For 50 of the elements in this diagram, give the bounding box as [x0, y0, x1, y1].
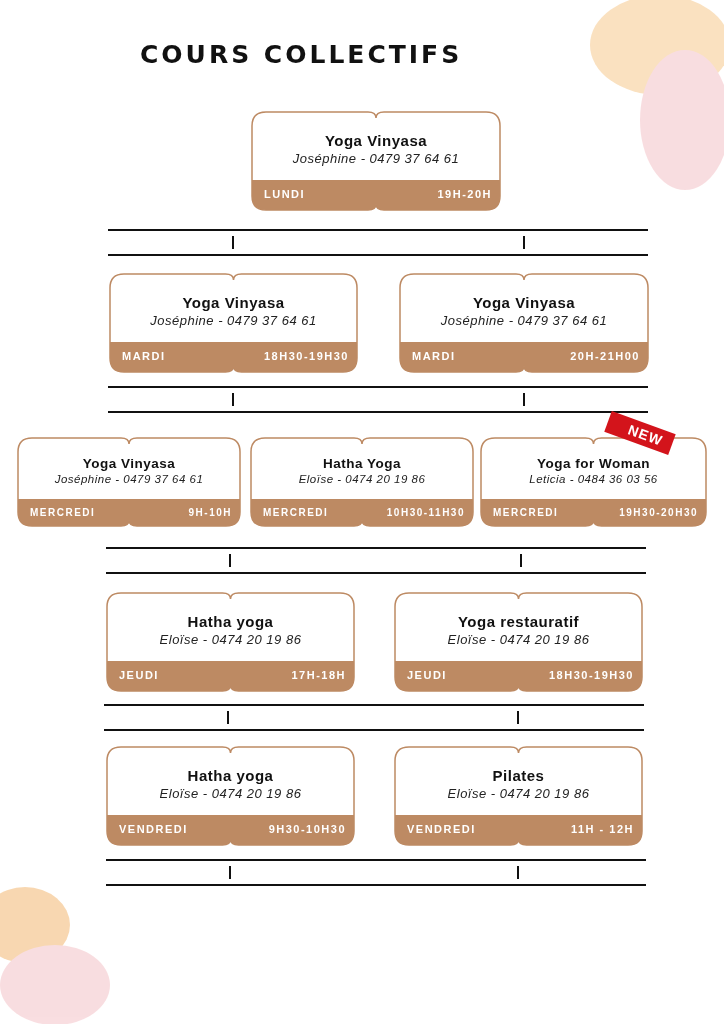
class-title: Hatha yoga: [186, 766, 275, 784]
poster-title: COURS COLLECTIFS: [140, 40, 463, 69]
class-title: Yoga Vinyasa: [81, 455, 177, 471]
time-label: 9H-10H: [188, 506, 232, 518]
time-label: 11H - 12H: [570, 823, 634, 836]
class-card: [107, 593, 354, 691]
class-card: [395, 593, 642, 691]
day-label: MERCREDI: [493, 506, 559, 518]
class-title: Yoga for Woman: [536, 455, 651, 471]
class-card: [400, 274, 648, 372]
day-label: VENDREDI: [407, 823, 476, 836]
class-title: Yoga Vinyasa: [181, 293, 286, 311]
teacher-contact: Leticia - 0484 36 03 56: [528, 473, 659, 486]
teacher-contact: Joséphine - 0479 37 64 61: [53, 473, 205, 486]
teacher-contact: Joséphine - 0479 37 64 61: [149, 312, 318, 328]
class-title: Yoga Vinyasa: [323, 131, 429, 149]
class-title: Yoga restauratif: [456, 612, 581, 630]
class-title: Pilates: [491, 766, 546, 784]
teacher-contact: Eloïse - 0474 20 19 86: [158, 785, 303, 801]
class-card: [252, 112, 500, 210]
time-label: 9H30-10H30: [268, 823, 346, 836]
day-label: LUNDI: [264, 188, 306, 201]
class-title: Hatha yoga: [186, 612, 275, 630]
day-label: MERCREDI: [263, 506, 329, 518]
time-label: 17H-18H: [291, 669, 346, 682]
time-label: 19H-20H: [437, 188, 492, 201]
day-label: JEUDI: [119, 669, 159, 682]
class-title: Yoga Vinyasa: [471, 293, 577, 311]
teacher-contact: Joséphine - 0479 37 64 61: [439, 312, 609, 328]
teacher-contact: Eloïse - 0474 20 19 86: [446, 785, 591, 801]
class-card: [110, 274, 357, 372]
time-label: 20H-21H00: [570, 350, 640, 363]
time-label: 18H30-19H30: [264, 350, 349, 363]
day-label: JEUDI: [407, 669, 447, 682]
time-label: 19H30-20H30: [619, 506, 698, 518]
class-card: [251, 438, 473, 526]
time-label: 18H30-19H30: [549, 669, 634, 682]
day-label: VENDREDI: [119, 823, 188, 836]
day-label: MARDI: [412, 350, 456, 363]
class-card: [107, 747, 354, 845]
class-card: [18, 438, 240, 526]
teacher-contact: Eloïse - 0474 20 19 86: [446, 631, 591, 647]
time-label: 10H30-11H30: [386, 506, 465, 518]
class-card: [395, 747, 642, 845]
teacher-contact: Joséphine - 0479 37 64 61: [291, 150, 461, 166]
day-label: MERCREDI: [30, 506, 96, 518]
teacher-contact: Eloïse - 0474 20 19 86: [158, 631, 303, 647]
day-label: MARDI: [122, 350, 166, 363]
teacher-contact: Eloïse - 0474 20 19 86: [297, 473, 427, 486]
class-title: Hatha Yoga: [322, 455, 402, 471]
